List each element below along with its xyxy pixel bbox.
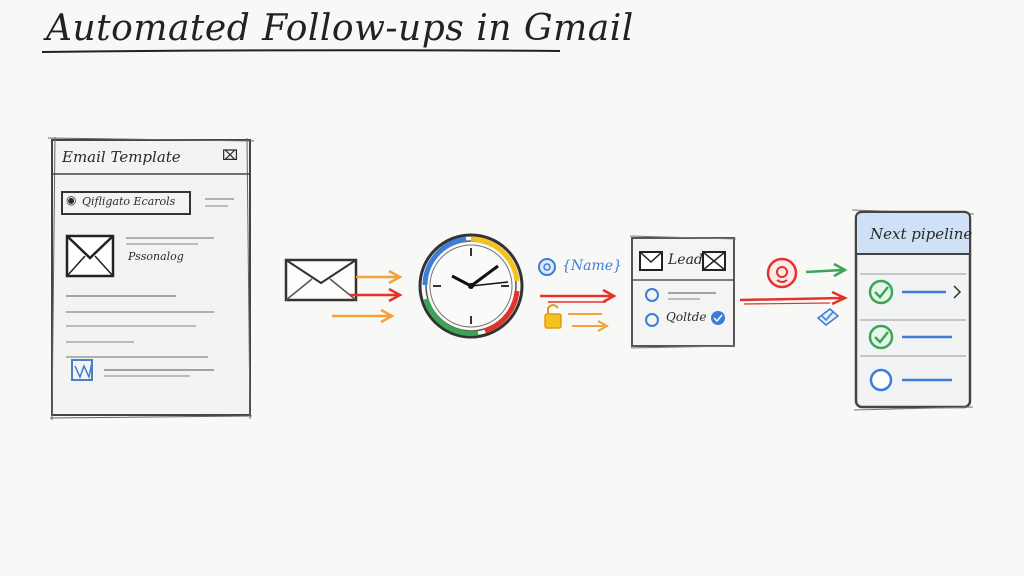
template-header: Email Template: [62, 148, 181, 166]
email-template-card: [47, 136, 255, 421]
page-title: Automated Follow-ups in Gmail: [46, 8, 634, 49]
close-icon[interactable]: ⌧: [222, 148, 239, 164]
envelope-icon: [639, 251, 663, 271]
google-badge-icon: [766, 257, 798, 289]
check-icon: [868, 279, 894, 305]
flow-arrows-3: [739, 262, 848, 306]
status-dot-icon: [711, 311, 725, 325]
send-envelope-icon: [284, 258, 358, 302]
lead-card: [629, 235, 737, 349]
pipeline-header: Next pipeline: [870, 225, 973, 243]
chevron-right-icon: [953, 285, 962, 299]
variable-tag: {Name}: [562, 258, 622, 274]
flow-arrows-2: [540, 288, 617, 332]
template-field-label: Qifligato Ecarols: [82, 195, 176, 208]
radio-icon: [869, 368, 893, 392]
lead-header: Lead: [668, 252, 703, 268]
clock-icon: [418, 233, 524, 339]
next-pipeline-card: [851, 209, 975, 411]
title-underline: [41, 49, 561, 53]
refresh-icon: [538, 258, 556, 276]
envelope-icon: [65, 234, 115, 278]
personalize-label: Pssonalog: [128, 250, 184, 263]
lock-icon: [544, 304, 562, 329]
radio-icon: [645, 288, 659, 302]
template-field: [61, 191, 191, 215]
check-icon: [868, 324, 894, 350]
at-icon: ◉: [66, 193, 77, 207]
check-icon: [816, 308, 840, 326]
flow-arrows-1: [332, 269, 403, 324]
lead-status-label: Qoltde: [666, 310, 707, 324]
close-icon: [702, 251, 726, 271]
radio-icon: [645, 313, 659, 327]
check-icon: [71, 359, 93, 381]
